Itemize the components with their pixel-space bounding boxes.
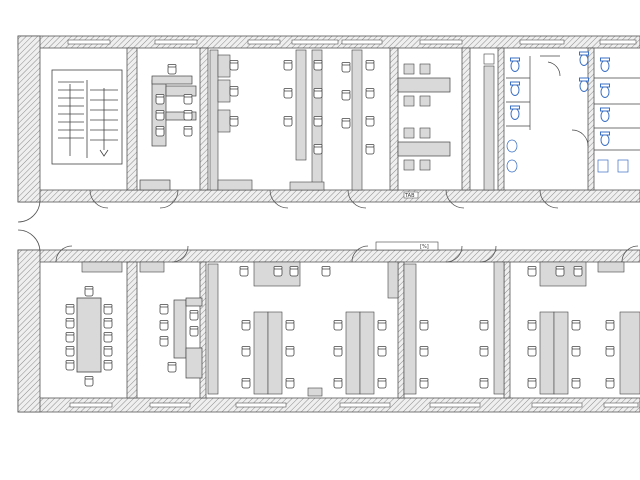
meeting-room — [65, 261, 123, 387]
office-upper-1 — [139, 64, 197, 191]
pantry: TAB — [397, 53, 495, 199]
stairwell — [51, 69, 123, 165]
walls — [17, 35, 640, 413]
open-office-lower-3 — [527, 261, 640, 395]
pantry-tag: TAB — [404, 193, 415, 199]
toilets-left — [506, 55, 561, 173]
toilets-right — [571, 51, 640, 173]
office-upper-2 — [209, 49, 375, 191]
open-office-lower-1: [%] — [207, 241, 439, 397]
open-office-lower-2 — [403, 261, 505, 395]
windows — [67, 39, 639, 408]
office-lower-1 — [139, 261, 203, 379]
doors — [17, 189, 639, 263]
reception-desk-tag: [%] — [420, 244, 429, 250]
